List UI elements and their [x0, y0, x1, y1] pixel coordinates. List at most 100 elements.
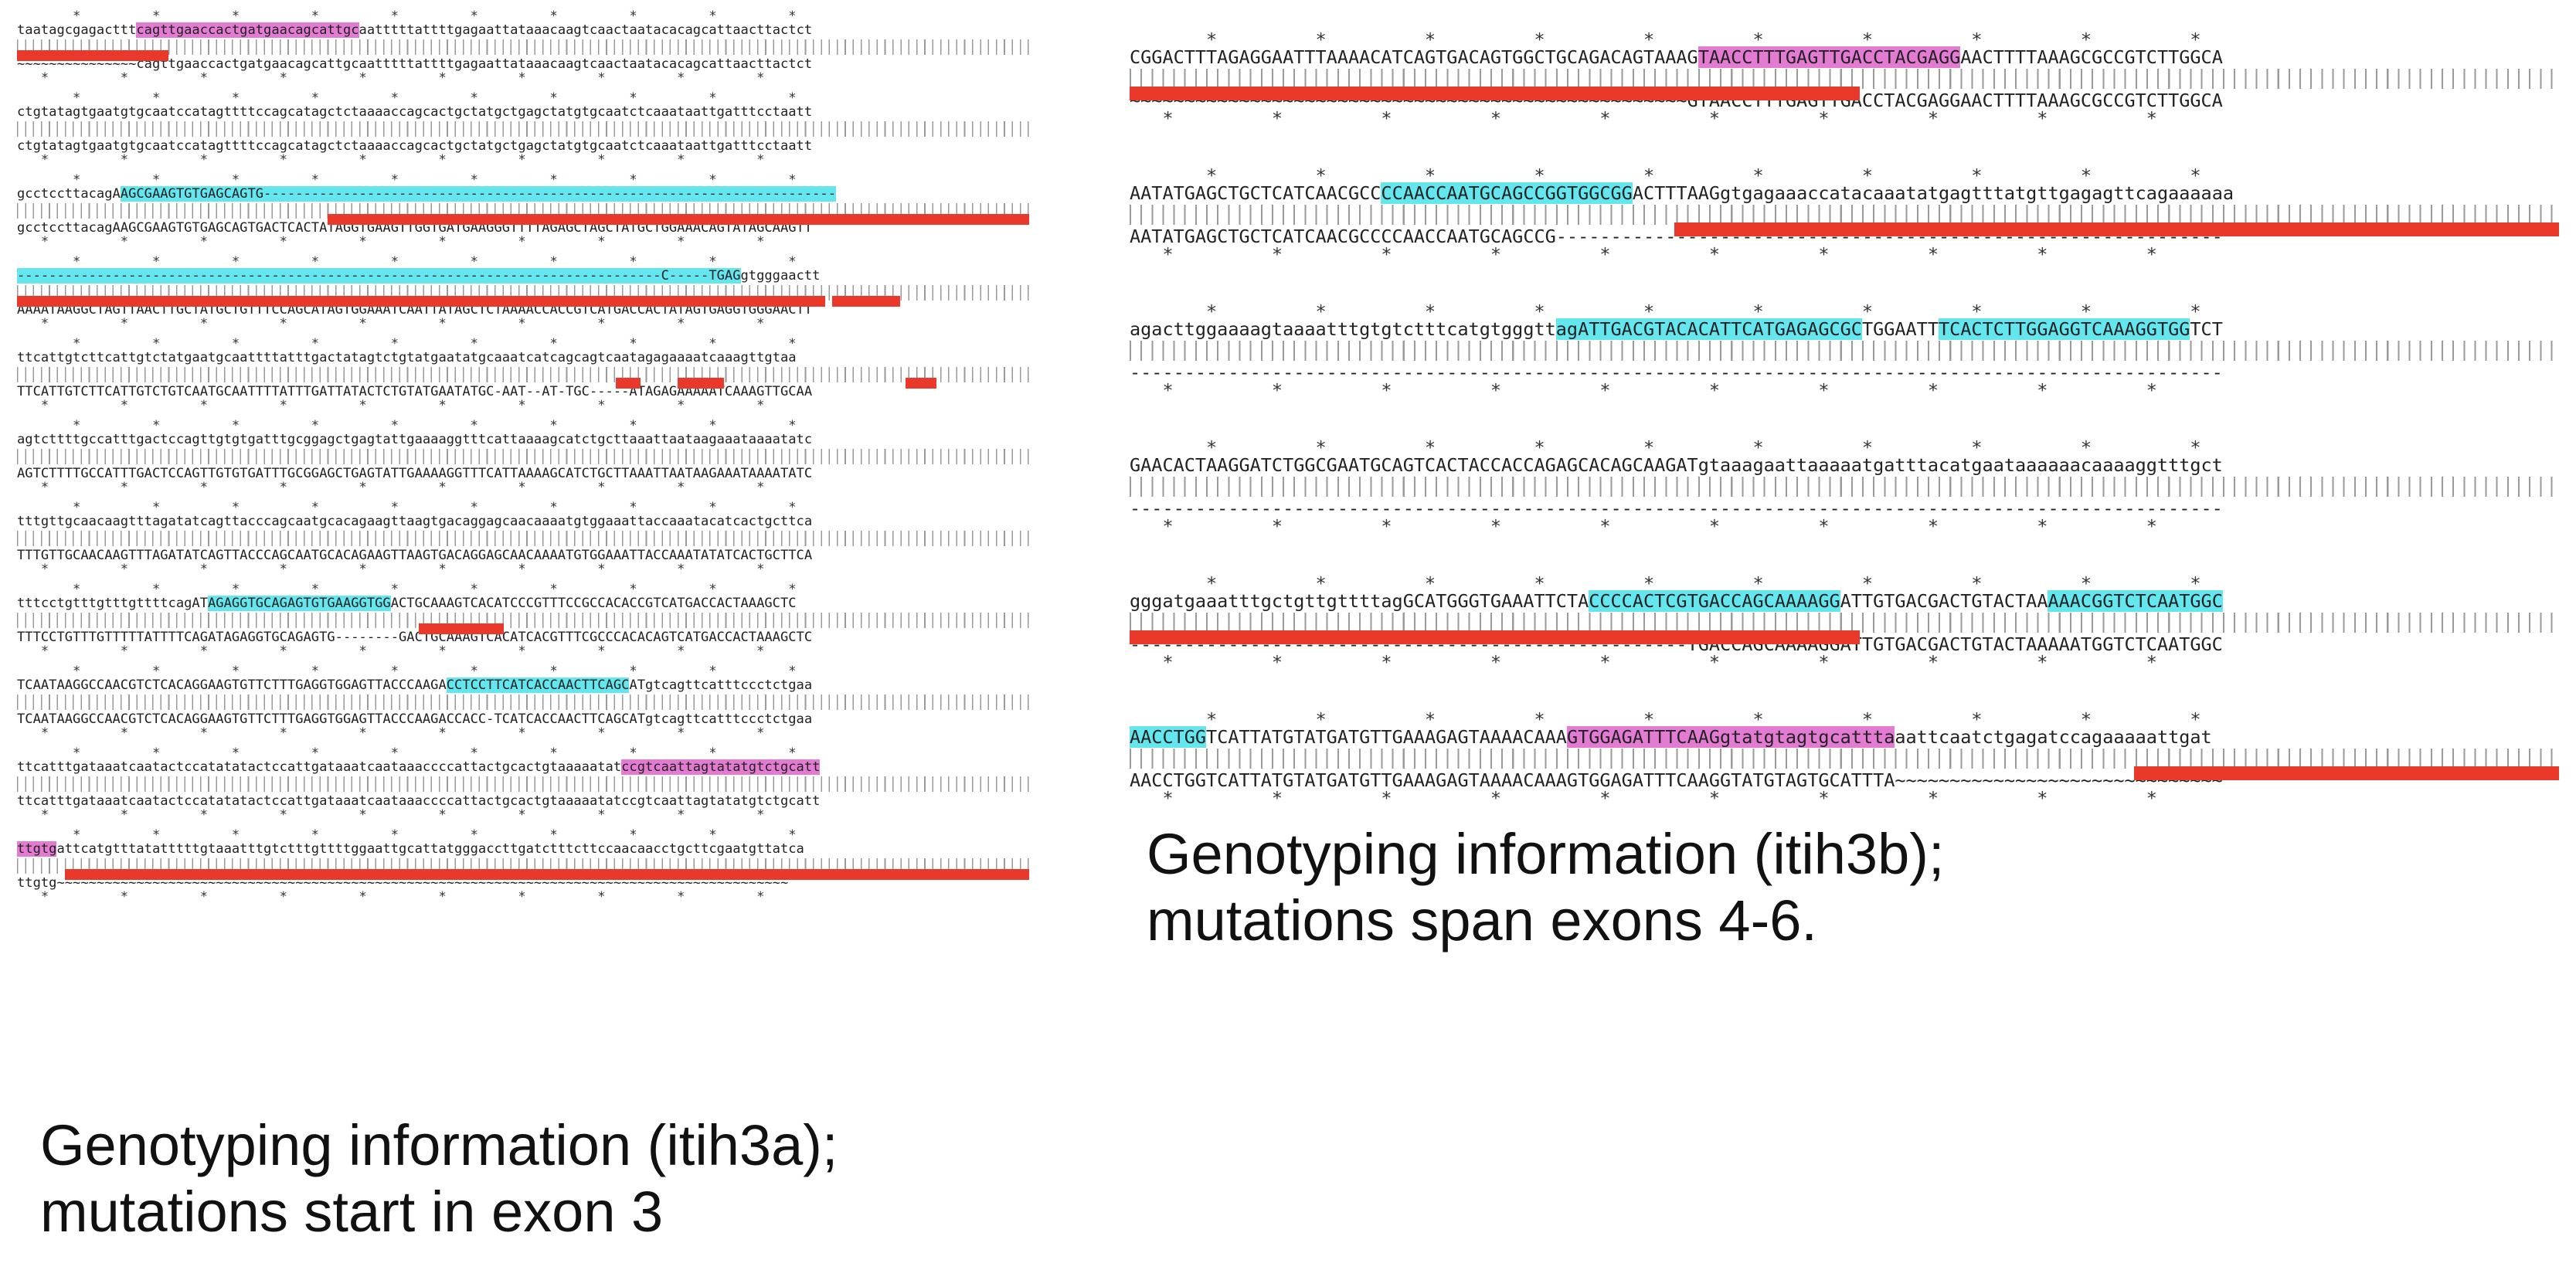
reference-sequence: gggatgaaatttgctgttgttttagGCATGGGTGAAATTC… [1130, 590, 2559, 612]
sequence-segment: ctgtatagtgaatgtgcaatccatagttttccagcatagc… [17, 104, 813, 120]
position-markers: * * * * * * * * * * [17, 316, 828, 331]
deletion-bar [616, 378, 641, 389]
position-markers: * * * * * * * * * * [17, 336, 828, 351]
alignment-block: * * * * * * * * * * ttgtgattcatgtttatatt… [17, 827, 1029, 912]
alignment-block: * * * * * * * * * * tttgttgcaacaagtttaga… [17, 500, 1029, 584]
position-markers: * * * * * * * * * * [1130, 165, 2223, 186]
guide-target-highlight: AAACGGTCTCAATGGC [2048, 590, 2223, 612]
sequence-segment: AACTTTTAAAGCGCCGTCTTGGCA [1960, 46, 2223, 68]
position-markers: * * * * * * * * * * [1130, 29, 2223, 50]
alignment-block: * * * * * * * * * * ttcattgtcttcattgtcta… [17, 336, 1029, 420]
mutant-sequence: TCAATAAGGCCAACGTCTCACAGGAAGTGTTCTTTGAGGT… [17, 711, 813, 727]
sequence-segment: gcctccttacagA [17, 186, 121, 202]
position-markers: * * * * * * * * * * [17, 152, 828, 168]
sequence-segment: GAACACTAAGGATCTGGCGAATGCAGTCACTACCACCAGA… [1130, 454, 2223, 476]
guide-target-highlight: cagttgaaccactgatgaacagcattgc [136, 22, 359, 38]
caption-itih3b: Genotyping information (itih3b); mutatio… [1147, 821, 1944, 954]
sequence-segment: TCAATAAGGCCAACGTCTCACAGGAAGTGTTCTTTGAGGT… [17, 677, 447, 693]
sequence-segment: ATTGTGACGACTGTACTAA [1840, 590, 2048, 612]
deletion-bar [419, 623, 504, 634]
reference-sequence: gcctccttacagAAGCGAAGTGTGAGCAGTG---------… [17, 185, 1029, 202]
mutant-sequence: ttcatttgataaatcaatactccatatatactccattgat… [17, 793, 821, 809]
alignment-match-ticks [1130, 749, 2559, 769]
sequence-segment: ACTTTAAGgtgagaaaccatacaaatatgagtttatgttg… [1632, 182, 2234, 204]
guide-target-highlight: CCTCCTTCATCACCAACTTCAGC [446, 677, 630, 693]
mutant-sequence: ctgtatagtgaatgtgcaatccatagttttccagcatagc… [17, 138, 813, 154]
alignment-match-ticks [17, 531, 1029, 546]
position-markers: * * * * * * * * * * [17, 500, 828, 515]
reference-sequence: AACCTGGTCATTATGTATGATGTTGAAAGAGTAAAACAAA… [1130, 726, 2559, 748]
position-markers: * * * * * * * * * * [17, 234, 828, 250]
position-markers: * * * * * * * * * * [17, 398, 828, 413]
position-markers: * * * * * * * * * * [1130, 572, 2223, 594]
sequence-segment: agacttggaaaagtaaaatttgtgtctttcatgtgggtt [1130, 318, 1556, 340]
alignment-match-ticks [17, 613, 1029, 628]
alignment-match-ticks [1130, 477, 2559, 497]
guide-target-highlight: ----------------------------------------… [17, 268, 741, 284]
alignment-panel-itih3b: * * * * * * * * * * CGGACTTTAGAGGAATTTAA… [1130, 29, 2559, 848]
guide-target-highlight: CCAACCAATGCAGCCGGTGGCGG [1381, 182, 1633, 204]
position-markers: * * * * * * * * * * [17, 664, 828, 679]
guide-target-highlight: ccgtcaattagtatatgtctgcatt [621, 759, 821, 775]
caption-itih3a-line2: mutations start in exon 3 [40, 1180, 664, 1244]
position-markers: * * * * * * * * * * [1130, 436, 2223, 458]
sequence-segment: CGGACTTTAGAGGAATTTAAAACATCAGTGACAGTGGCTG… [1130, 46, 1698, 68]
caption-itih3b-line2: mutations span exons 4-6. [1147, 888, 1817, 953]
deletion-bar [17, 50, 168, 61]
alignment-match-ticks [17, 694, 1029, 710]
caption-itih3b-line1: Genotyping information (itih3b); [1147, 822, 1945, 886]
reference-sequence: ctgtatagtgaatgtgcaatccatagttttccagcatagc… [17, 104, 1029, 121]
alignment-block: * * * * * * * * * * AACCTGGTCATTATGTATGA… [1130, 710, 2559, 848]
alignment-match-ticks [1130, 205, 2559, 225]
guide-target-highlight: CCCCACTCGTGACCAGCAAAAGG [1589, 590, 1840, 612]
sequence-segment: gtgggaactt [740, 268, 821, 284]
reference-sequence: ttcatttgataaatcaatactccatatatactccattgat… [17, 759, 1029, 776]
position-markers: * * * * * * * * * * [17, 827, 828, 843]
deletion-bar [2134, 766, 2559, 780]
mutant-sequence: AACCTGGTCATTATGTATGATGTTGAAAGAGTAAAACAAA… [1130, 769, 2223, 791]
position-markers: * * * * * * * * * * [17, 644, 828, 659]
reference-sequence: AATATGAGCTGCTCATCAACGCCCCAACCAATGCAGCCGG… [1130, 182, 2559, 204]
guide-target-highlight: TAACCTTTGAGTTGACCTACGAGG [1698, 46, 1961, 68]
reference-sequence: TCAATAAGGCCAACGTCTCACAGGAAGTGTTCTTTGAGGT… [17, 677, 1029, 694]
sequence-segment: ATgtcagttcatttccctctgaa [629, 677, 813, 693]
alignment-block: * * * * * * * * * * ttcatttgataaatcaatac… [17, 746, 1029, 830]
mutant-sequence: TTTCCTGTTTGTTTTTATTTTCAGATAGAGGTGCAGAGTG… [17, 630, 813, 645]
deletion-bar [328, 214, 1029, 225]
alignment-match-ticks [17, 449, 1029, 464]
position-markers: * * * * * * * * * * [17, 480, 828, 495]
alignment-block: * * * * * * * * * * CGGACTTTAGAGGAATTTAA… [1130, 29, 2559, 168]
alignment-block: * * * * * * * * * * --------------------… [17, 255, 1029, 338]
sequence-segment: aatttttattttgagaattataaacaagtcaactaataca… [359, 22, 813, 38]
sequence-segment: TCATTATGTATGATGTTGAAAGAGTAAAACAAA [1206, 726, 1567, 748]
sequence-segment: TCT [2190, 318, 2223, 340]
reference-sequence: ttgtgattcatgtttatatttttgtaaatttgtctttgtt… [17, 840, 1029, 857]
sequence-segment: AATATGAGCTGCTCATCAACGCC [1130, 182, 1381, 204]
sequence-segment: taatagcgagacttt [17, 22, 137, 38]
alignment-match-ticks [1130, 341, 2559, 361]
deletion-bar [1130, 87, 1860, 100]
alignment-match-ticks [17, 121, 1029, 137]
alignment-block: * * * * * * * * * * GAACACTAAGGATCTGGCGA… [1130, 436, 2559, 576]
alignment-block: * * * * * * * * * * TCAATAAGGCCAACGTCTCA… [17, 664, 1029, 748]
position-markers: * * * * * * * * * * [1130, 243, 2223, 265]
deletion-bar [1674, 222, 2559, 236]
sequence-segment: gggatgaaatttgctgttgttttagGCATGGGTGAAATTC… [1130, 590, 1589, 612]
alignment-block: * * * * * * * * * * ctgtatagtgaatgtgcaat… [17, 91, 1029, 175]
reference-sequence: ----------------------------------------… [17, 267, 1029, 284]
deletion-bar [832, 296, 900, 307]
alignment-block: * * * * * * * * * * taatagcgagactttcagtt… [17, 9, 1029, 93]
sequence-segment: tttcctgtttgtttgttttcagAT [17, 596, 208, 611]
sequence-segment: attcatgtttatatttttgtaaatttgtctttgttttgga… [56, 841, 804, 857]
deletion-bar [17, 296, 825, 307]
position-markers: * * * * * * * * * * [17, 807, 828, 823]
alignment-block: * * * * * * * * * * gggatgaaatttgctgttgt… [1130, 572, 2559, 712]
alignment-block: * * * * * * * * * * AATATGAGCTGCTCATCAAC… [1130, 165, 2559, 304]
reference-sequence: agacttggaaaagtaaaatttgtgtctttcatgtgggtta… [1130, 318, 2559, 340]
position-markers: * * * * * * * * * * [17, 582, 828, 597]
sequence-segment: TGGAATT [1861, 318, 1939, 340]
reference-sequence: taatagcgagactttcagttgaaccactgatgaacagcat… [17, 22, 1029, 39]
guide-target-highlight: agATTGACGTACACATTCATGAGAGCGC [1555, 318, 1862, 340]
reference-sequence: tttcctgtttgtttgttttcagATAGAGGTGCAGAGTGTG… [17, 595, 1029, 612]
reference-sequence: GAACACTAAGGATCTGGCGAATGCAGTCACTACCACCAGA… [1130, 454, 2559, 476]
